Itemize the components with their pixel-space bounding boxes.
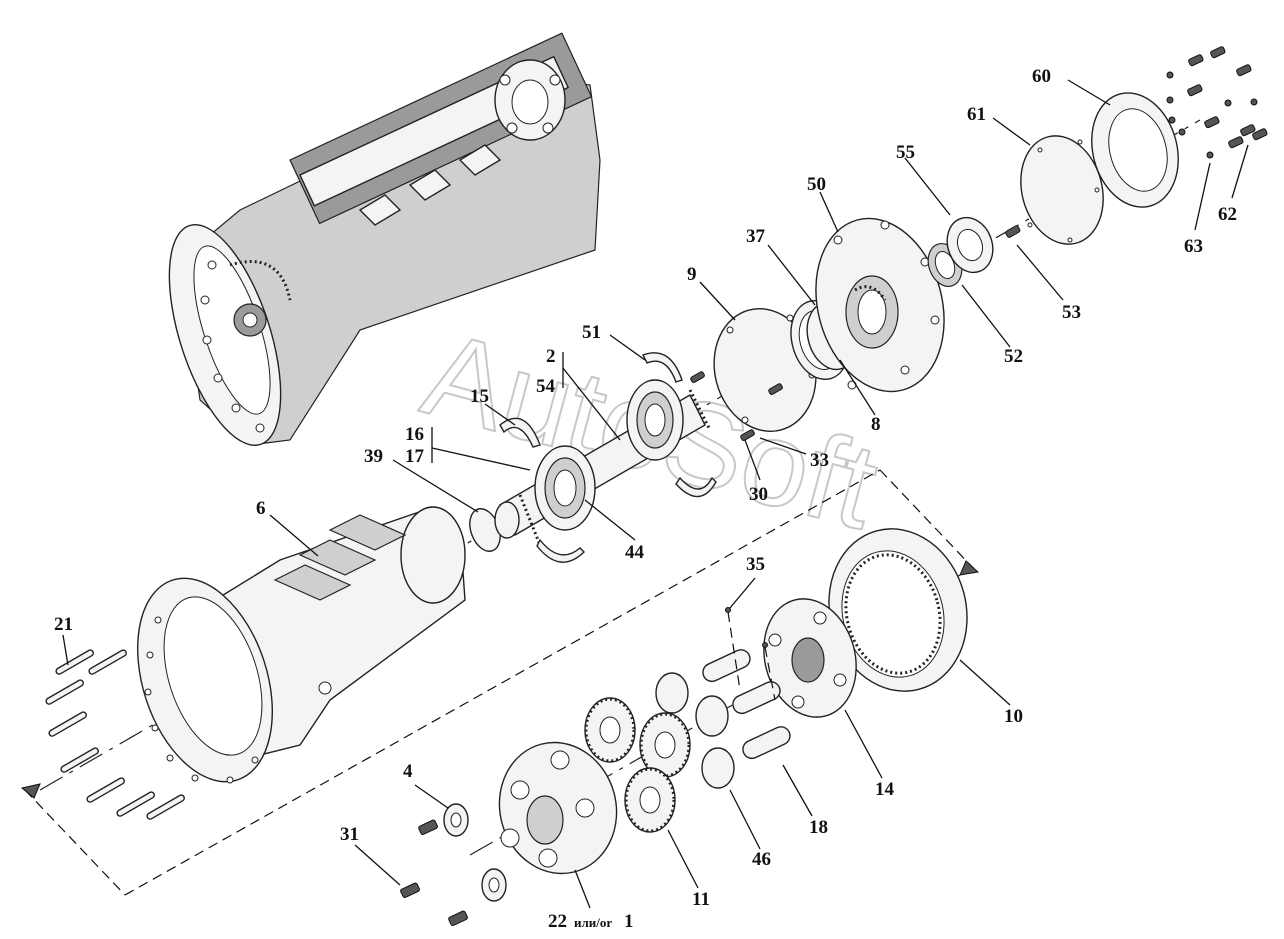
label-18: 18: [809, 817, 828, 838]
label-9: 9: [687, 264, 697, 285]
label-37: 37: [746, 226, 766, 247]
part-35-guide-line: [727, 611, 741, 691]
label-30: 30: [749, 484, 768, 505]
part-53-bolt: [1005, 225, 1021, 238]
label-4: 4: [403, 761, 413, 782]
label-35: 35: [746, 554, 765, 575]
part-31-bolt: [400, 882, 420, 898]
label-6: 6: [256, 498, 266, 519]
part-50-wheel-hub: [815, 217, 945, 393]
label-10: 10: [1004, 706, 1023, 727]
part-4-washer-lower-hole: [488, 877, 500, 893]
part-31-bolt-2: [418, 819, 438, 835]
part-22-planet-carrier: [498, 741, 618, 875]
part-61-gasket: [1020, 135, 1104, 245]
label-53: 53: [1062, 302, 1081, 323]
label-22: 22: [548, 911, 567, 932]
label-31: 31: [340, 824, 359, 845]
part-46-needle-bearings: [655, 672, 735, 789]
part-54-bearing: [626, 379, 684, 461]
label-51: 51: [582, 322, 601, 343]
dimension-line-left: [24, 789, 126, 896]
label-62: 62: [1218, 204, 1237, 225]
label-33: 33: [810, 450, 829, 471]
dimension-arrow-right: [959, 560, 980, 576]
label-11: 11: [692, 889, 710, 910]
label-50: 50: [807, 174, 826, 195]
upper-bolt-2: [690, 371, 705, 383]
label-46: 46: [752, 849, 771, 870]
part-35-pin: [725, 607, 731, 613]
part-30-bolt: [740, 429, 755, 441]
label-61: 61: [967, 104, 986, 125]
label-1: 1: [624, 911, 634, 932]
lower-half-ring-2: [675, 476, 717, 498]
part-10-ring-gear: [828, 528, 968, 692]
label-55: 55: [896, 142, 915, 163]
part-35-pin-2: [762, 642, 768, 648]
part-6-axle-housing: [136, 506, 466, 784]
label-60: 60: [1032, 66, 1051, 87]
part-4-washer-hole: [450, 812, 462, 828]
label-15: 15: [470, 386, 489, 407]
part-11-planet-gears: [584, 697, 691, 833]
dimension-line-bottom: [124, 469, 881, 896]
part-21-studs: [45, 649, 185, 820]
label-14: 14: [875, 779, 895, 800]
label-17: 17: [405, 446, 425, 467]
part-18-planet-pins: [702, 649, 791, 760]
part-14-carrier-plate: [763, 598, 857, 718]
part-55-nut-inner: [956, 228, 984, 262]
label-52: 52: [1004, 346, 1023, 367]
assembled-final-drive-cutaway: [168, 32, 601, 446]
part-35-guide-line-2: [764, 646, 776, 701]
dimension-arrow-left: [20, 783, 41, 799]
label-8: 8: [871, 414, 881, 435]
label-54: 54: [536, 376, 556, 397]
label-21: 21: [54, 614, 73, 635]
upper-bolt: [768, 383, 783, 395]
label-2: 2: [546, 346, 556, 367]
leader-lines: [62, 79, 1249, 909]
part-60-end-cover: [1091, 92, 1179, 208]
part-51-half-ring: [642, 352, 683, 383]
part-62-bolts: [1187, 46, 1268, 149]
part-63-washers: [1166, 71, 1258, 159]
label-44: 44: [625, 542, 645, 563]
lower-half-ring-1: [536, 538, 586, 563]
label-39: 39: [364, 446, 383, 467]
label-22-or: или/or: [574, 915, 612, 930]
part-52-lock-washer-inner: [934, 250, 956, 280]
label-16: 16: [405, 424, 424, 445]
label-63: 63: [1184, 236, 1203, 257]
part-31-bolt-3: [448, 910, 468, 926]
dimension-line-right: [879, 469, 976, 571]
part-44-bearing: [534, 445, 596, 531]
part-15-half-ring: [499, 417, 541, 448]
